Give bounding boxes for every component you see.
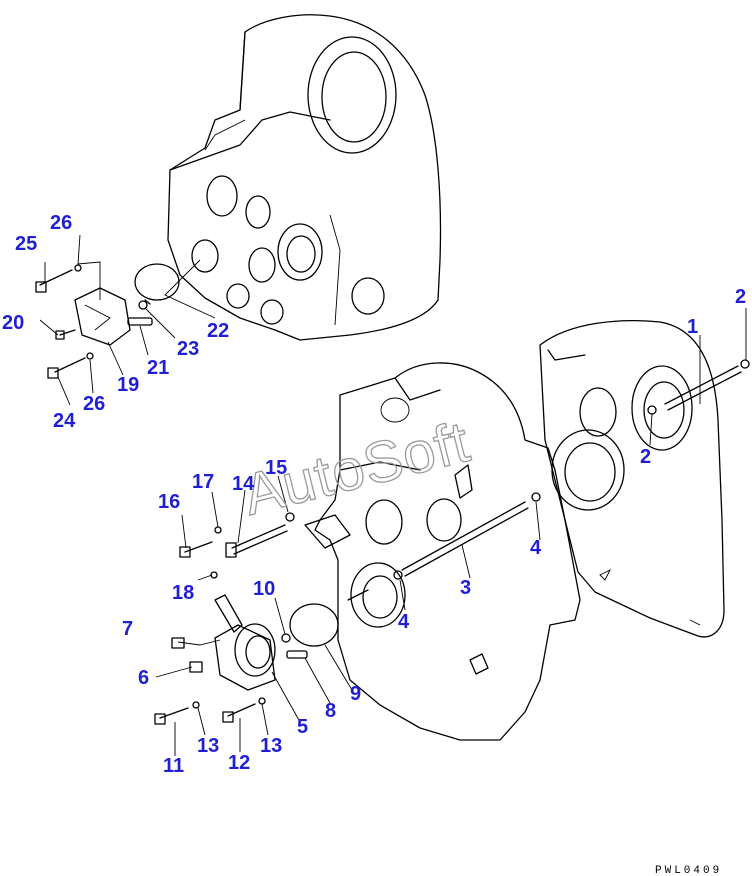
callout-6: 6 — [138, 667, 149, 689]
leader-lines — [39, 234, 747, 756]
callout-21: 21 — [147, 357, 169, 379]
callout-9: 9 — [350, 683, 361, 705]
callout-20: 20 — [2, 312, 24, 334]
callout-14: 14 — [232, 473, 255, 495]
upper-housing-drawing — [167, 14, 442, 341]
figure-code: PWL0409 — [655, 865, 722, 876]
callout-4: 4 — [398, 611, 410, 633]
right-cover-drawing — [539, 320, 725, 638]
callout-24: 24 — [53, 410, 76, 432]
callout-3: 3 — [460, 577, 471, 599]
callout-2: 2 — [640, 446, 651, 468]
small-parts-drawing — [35, 263, 750, 725]
callout-8: 8 — [325, 700, 336, 722]
callout-25: 25 — [15, 233, 37, 255]
callout-18: 18 — [172, 582, 194, 604]
callout-13: 13 — [197, 735, 219, 757]
callout-15: 15 — [265, 457, 287, 479]
middle-housing-drawing — [314, 362, 581, 741]
callout-26: 26 — [50, 212, 72, 234]
callout-12: 12 — [228, 752, 250, 774]
callout-19: 19 — [117, 374, 139, 396]
callout-labels: 1 2 2 3 4 4 5 6 7 8 9 10 11 12 13 13 14 … — [2, 212, 746, 777]
callout-23: 23 — [177, 338, 199, 360]
callout-11: 11 — [163, 755, 184, 777]
callout-10: 10 — [253, 578, 275, 600]
callout-16: 16 — [158, 491, 180, 513]
callout-5: 5 — [297, 716, 308, 738]
callout-22: 22 — [207, 320, 229, 342]
callout-1: 1 — [687, 316, 698, 338]
callout-4: 4 — [530, 537, 542, 559]
callout-13: 13 — [260, 735, 282, 757]
callout-7: 7 — [122, 618, 133, 640]
callout-17: 17 — [192, 471, 214, 493]
callout-2: 2 — [735, 286, 746, 308]
callout-26: 26 — [83, 393, 105, 415]
